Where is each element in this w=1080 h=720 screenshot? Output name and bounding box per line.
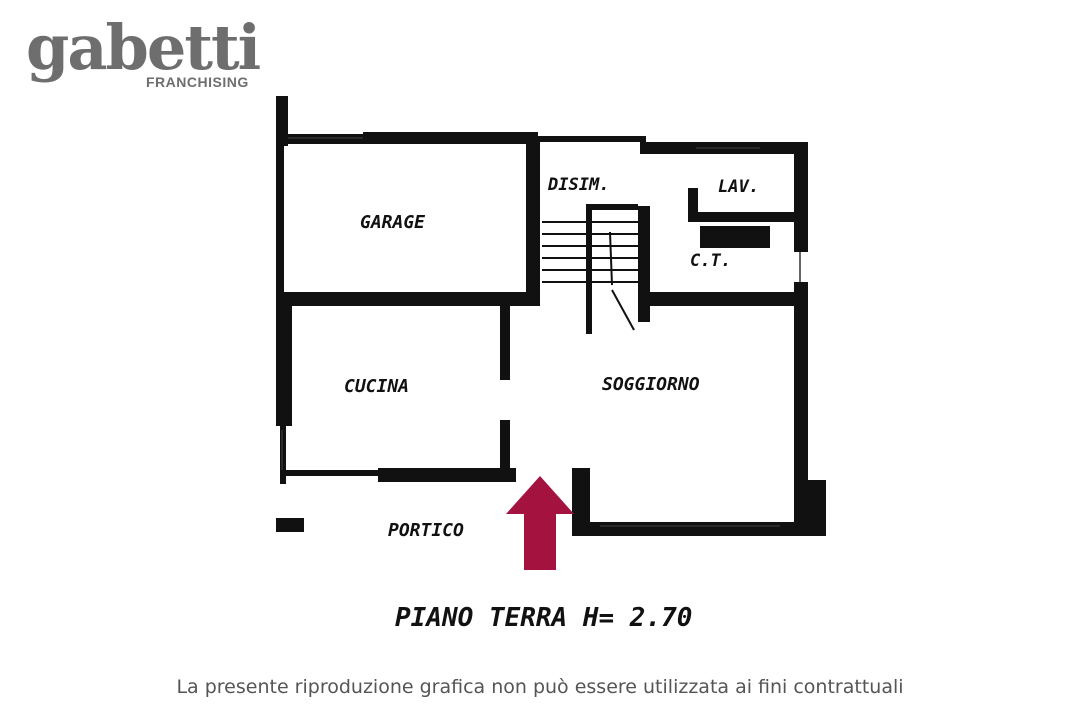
logo-subtitle: FRANCHISING xyxy=(146,74,249,90)
gabetti-logo: gabetti FRANCHISING xyxy=(26,11,261,108)
plan-stairs xyxy=(542,221,638,331)
room-label-portico: PORTICO xyxy=(388,520,464,541)
room-label-garage: GARAGE xyxy=(360,212,425,233)
disclaimer-text: La presente riproduzione grafica non può… xyxy=(176,676,904,698)
room-label-disimpegno: DISIM. xyxy=(547,175,609,195)
entrance-arrow-icon xyxy=(506,476,574,570)
room-label-cucina: CUCINA xyxy=(344,376,409,397)
room-label-centrale-termica: C.T. xyxy=(690,251,731,271)
plan-walls xyxy=(276,96,826,536)
logo-wordmark: gabetti xyxy=(26,11,261,84)
room-label-lavanderia: LAV. xyxy=(718,177,759,197)
room-label-soggiorno: SOGGIORNO xyxy=(602,374,700,395)
plan-windows xyxy=(281,137,801,527)
floor-title: PIANO TERRA H= 2.70 xyxy=(395,603,692,633)
